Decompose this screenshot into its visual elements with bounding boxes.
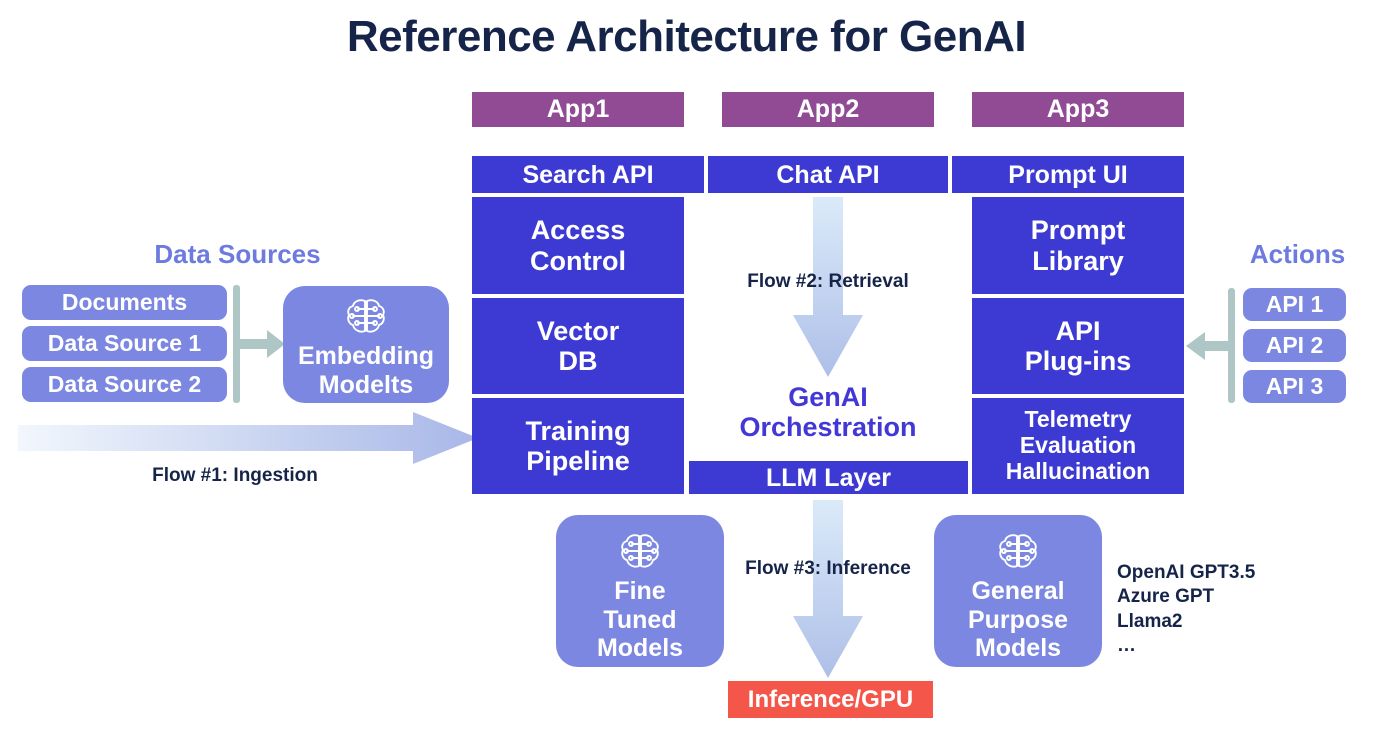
genai-orchestration-label: GenAI Orchestration — [739, 382, 917, 443]
flow1-label: Flow #1: Ingestion — [152, 465, 318, 486]
api-bar-label: Chat API — [776, 160, 880, 189]
flow3-label: Flow #3: Inference — [745, 558, 911, 579]
api-bar-label: Search API — [522, 160, 654, 189]
api-bar-label: Prompt UI — [1008, 160, 1128, 189]
brain-circuit-icon — [556, 531, 724, 571]
cell-label: API Plug-ins — [1024, 315, 1132, 376]
inference-gpu-label: Inference/GPU — [747, 685, 914, 713]
arrow-right-icon — [240, 330, 285, 358]
data-source-item-label: Data Source 1 — [47, 329, 202, 356]
app-box-app1[interactable]: App1 — [472, 92, 684, 127]
general-purpose-models-card: General Purpose Models — [934, 515, 1102, 667]
general-purpose-models-label: General Purpose Models — [967, 577, 1069, 662]
app-box-app2[interactable]: App2 — [722, 92, 934, 127]
flow2-arrow-svg — [793, 197, 863, 377]
data-sources-bracket — [233, 285, 240, 403]
cell-label: Vector DB — [536, 315, 620, 376]
brain-circuit-icon-svg — [347, 299, 385, 333]
flow3-inference-arrow — [793, 500, 863, 678]
left-cell-training-pipeline[interactable]: Training Pipeline — [472, 398, 684, 494]
app-box-app3[interactable]: App3 — [972, 92, 1184, 127]
embedding-models-card: Embedding Modelts — [283, 286, 449, 403]
app-label: App1 — [546, 95, 610, 123]
left-cell-vector-db[interactable]: Vector DB — [472, 298, 684, 394]
data-source-item-label: Documents — [61, 288, 188, 315]
action-item-api-2: API 2 — [1243, 329, 1346, 362]
brain-circuit-icon-svg — [621, 534, 659, 568]
app-label: App2 — [796, 95, 860, 123]
api-bar-search-api[interactable]: Search API — [472, 156, 704, 193]
brain-circuit-icon — [283, 296, 449, 336]
data-source-item-2: Data Source 2 — [22, 367, 227, 402]
action-item-label: API 2 — [1265, 331, 1324, 358]
flow3-arrow-svg — [793, 500, 863, 678]
cell-label: Access Control — [530, 215, 626, 276]
api-bar-prompt-ui[interactable]: Prompt UI — [952, 156, 1184, 193]
left-cell-access-control[interactable]: Access Control — [472, 197, 684, 294]
action-item-label: API 3 — [1265, 372, 1324, 399]
data-sources-heading: Data Sources — [154, 239, 321, 269]
data-source-item-1: Data Source 1 — [22, 326, 227, 361]
right-cell-api-plugins[interactable]: API Plug-ins — [972, 298, 1184, 394]
data-source-item-label: Data Source 2 — [47, 370, 202, 397]
right-cell-prompt-library[interactable]: Prompt Library — [972, 197, 1184, 294]
data-source-item-documents: Documents — [22, 285, 227, 320]
cell-label: Training Pipeline — [525, 415, 631, 476]
actions-heading: Actions — [1249, 239, 1346, 269]
llm-layer-label: LLM Layer — [765, 463, 892, 492]
inference-gpu-box[interactable]: Inference/GPU — [728, 681, 933, 718]
brain-circuit-icon — [934, 531, 1102, 571]
llm-layer-bar[interactable]: LLM Layer — [689, 461, 968, 494]
cell-label: Telemetry Evaluation Hallucination — [1005, 406, 1151, 484]
cell-label: Prompt Library — [1030, 215, 1126, 276]
model-list: OpenAI GPT3.5 Azure GPT Llama2 … — [1117, 562, 1256, 656]
action-item-api-3: API 3 — [1243, 370, 1346, 403]
app-label: App3 — [1046, 95, 1110, 123]
flow1-ingestion-arrow — [18, 412, 478, 464]
actions-bracket — [1228, 288, 1235, 403]
flow1-arrow-svg — [18, 412, 478, 464]
data-sources-to-embedding-arrow — [240, 330, 285, 358]
actions-to-plugins-arrow — [1186, 332, 1232, 360]
flow2-label: Flow #2: Retrieval — [747, 271, 909, 292]
arrow-left-icon — [1186, 332, 1232, 360]
action-item-label: API 1 — [1265, 290, 1324, 317]
flow2-retrieval-arrow — [793, 197, 863, 377]
api-bar-chat-api[interactable]: Chat API — [708, 156, 948, 193]
embedding-models-label: Embedding Modelts — [297, 342, 435, 399]
fine-tuned-models-card: Fine Tuned Models — [556, 515, 724, 667]
action-item-api-1: API 1 — [1243, 288, 1346, 321]
right-cell-telemetry[interactable]: Telemetry Evaluation Hallucination — [972, 398, 1184, 494]
fine-tuned-models-label: Fine Tuned Models — [596, 577, 684, 662]
page-title: Reference Architecture for GenAI — [346, 12, 1027, 61]
brain-circuit-icon-svg — [999, 534, 1037, 568]
